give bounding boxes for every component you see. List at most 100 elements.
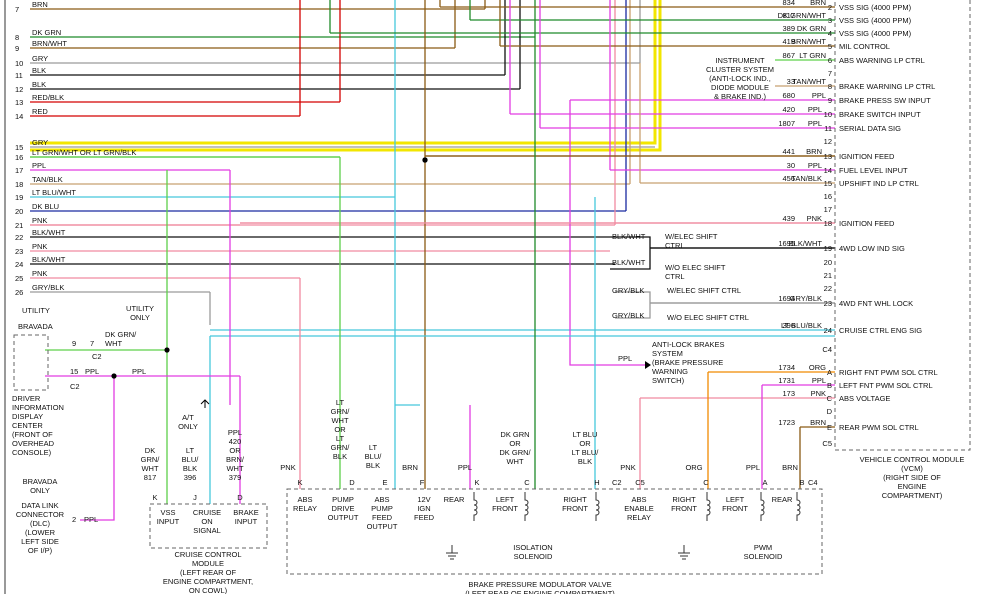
row-number: 13 — [15, 98, 23, 107]
vcm-pin-function: MIL CONTROL — [839, 42, 890, 51]
bpmv-pin-function: REAR — [772, 495, 793, 504]
label-line: 817 — [144, 473, 157, 482]
vcm-pin-number: 3 — [828, 16, 832, 25]
row-wire-label: GRY/BLK — [32, 283, 64, 292]
vcm-pin-number: C — [827, 394, 833, 403]
label-line: LT BLU — [573, 430, 598, 439]
label-line: UTILITY — [126, 304, 154, 313]
bpmv-connector-label: C4 — [808, 478, 818, 487]
vcm-circuit-number: 1694 — [778, 294, 795, 303]
vcm-caption: VEHICLE CONTROL MODULE(VCM)(RIGHT SIDE O… — [860, 455, 965, 500]
vcm-pin-function: ABS VOLTAGE — [839, 394, 890, 403]
vcm-pin-number: 10 — [824, 110, 832, 119]
label-line: BLK — [578, 457, 592, 466]
label-line: ON COWL) — [189, 586, 228, 594]
bpmv-wire-label: ORG — [685, 463, 702, 472]
solenoid-coil-icon — [760, 492, 765, 521]
row-wire-label: DK BLU — [32, 202, 59, 211]
row-wire-label: BRN/WHT — [32, 39, 67, 48]
label-line: WARNING — [652, 367, 688, 376]
row-number: 22 — [15, 233, 23, 242]
solenoid-coil-icon — [796, 492, 801, 521]
row-number: 15 — [15, 143, 23, 152]
pin-label: 2 — [72, 515, 76, 524]
label-line: RELAY — [627, 513, 651, 522]
wire-label: PPL — [85, 367, 99, 376]
label-line: BLU/ — [365, 452, 383, 461]
vcm-pin-function: 4WD LOW IND SIG — [839, 244, 905, 253]
bpmv-pin-letter: K — [297, 478, 302, 487]
label-line: ABS — [297, 495, 312, 504]
label-line: CONSOLE) — [12, 448, 52, 457]
vcm-pin-number: 20 — [824, 258, 832, 267]
bpmv-caption: BRAKE PRESSURE MODULATOR VALVE(LEFT REAR… — [465, 580, 615, 594]
row-number: 17 — [15, 166, 23, 175]
label-line: SOLENOID — [514, 552, 553, 561]
label-line: BLK — [366, 461, 380, 470]
bpmv-pin-function: REAR — [444, 495, 465, 504]
row-number: 23 — [15, 247, 23, 256]
vcm-pin-function: VSS SIG (4000 PPM) — [839, 29, 912, 38]
label-line: MODULE — [192, 559, 224, 568]
row-number: 9 — [15, 44, 19, 53]
vcm-pin-function: UPSHIFT IND LP CTRL — [839, 179, 919, 188]
shift-wire-label: BLK/WHT — [612, 258, 646, 267]
vcm-wire-color: DK GRN/WHT — [778, 11, 827, 20]
bpmv-pin-letter: K — [474, 478, 479, 487]
label-line: RELAY — [293, 504, 317, 513]
label-line: 379 — [229, 473, 242, 482]
row-wire-label: BLK — [32, 66, 46, 75]
vcm-pin-function: FUEL LEVEL INPUT — [839, 166, 908, 175]
row-number: 20 — [15, 207, 23, 216]
vcm-pin-number: 19 — [824, 244, 832, 253]
vcm-pin-number: 4 — [828, 29, 832, 38]
vcm-pin-number: 7 — [828, 69, 832, 78]
vcm-wire-color: GRY/BLK — [790, 294, 822, 303]
shift-wire-label: BLK/WHT — [612, 232, 646, 241]
vcm-pin-number: E — [827, 423, 832, 432]
cruise-module-box — [149, 503, 268, 549]
label-line: 12V — [417, 495, 430, 504]
vcm-pin-number: 2 — [828, 3, 832, 12]
vcm-wire-color: PPL — [812, 376, 826, 385]
vcm-pin-function: SERIAL DATA SIG — [839, 124, 901, 133]
label-line: ABS — [631, 495, 646, 504]
label-line: BRAVADA — [23, 477, 58, 486]
label-line: ON — [201, 517, 212, 526]
vcm-pin-function: CRUISE CTRL ENG SIG — [839, 326, 922, 335]
vcm-wire-color: DK GRN — [797, 24, 826, 33]
vcm-wire-color: PPL — [812, 91, 826, 100]
label-line: COMPARTMENT) — [882, 491, 943, 500]
vcm-pin-number: 8 — [828, 82, 832, 91]
label-line: PWM — [754, 543, 772, 552]
vcm-wire-color: PNK — [811, 389, 826, 398]
label-line: INPUT — [157, 517, 180, 526]
vcm-circuit-number: 419 — [782, 37, 795, 46]
vcm-box — [834, 0, 971, 451]
label-line: (VCM) — [901, 464, 923, 473]
label-line: OUTPUT — [328, 513, 359, 522]
vcm-pin-number: 15 — [824, 179, 832, 188]
row-number: 8 — [15, 33, 19, 42]
row-wire-label: LT GRN/WHT OR LT GRN/BLK — [32, 148, 136, 157]
wire-ppl-dlc — [80, 376, 115, 521]
vcm-pin-number: 22 — [824, 284, 832, 293]
vcm-circuit-number: 1723 — [778, 418, 795, 427]
vcm-pin-function: BRAKE SWITCH INPUT — [839, 110, 921, 119]
static-layer — [4, 0, 971, 594]
row-number: 19 — [15, 193, 23, 202]
bpmv-pin-letter: C — [703, 478, 709, 487]
label-line: GRN/ — [331, 407, 351, 416]
bpmv-pin-letter: B — [799, 478, 804, 487]
label-line: OR — [229, 446, 241, 455]
dkgrnwht-label: DK GRN/WHT — [105, 330, 137, 348]
